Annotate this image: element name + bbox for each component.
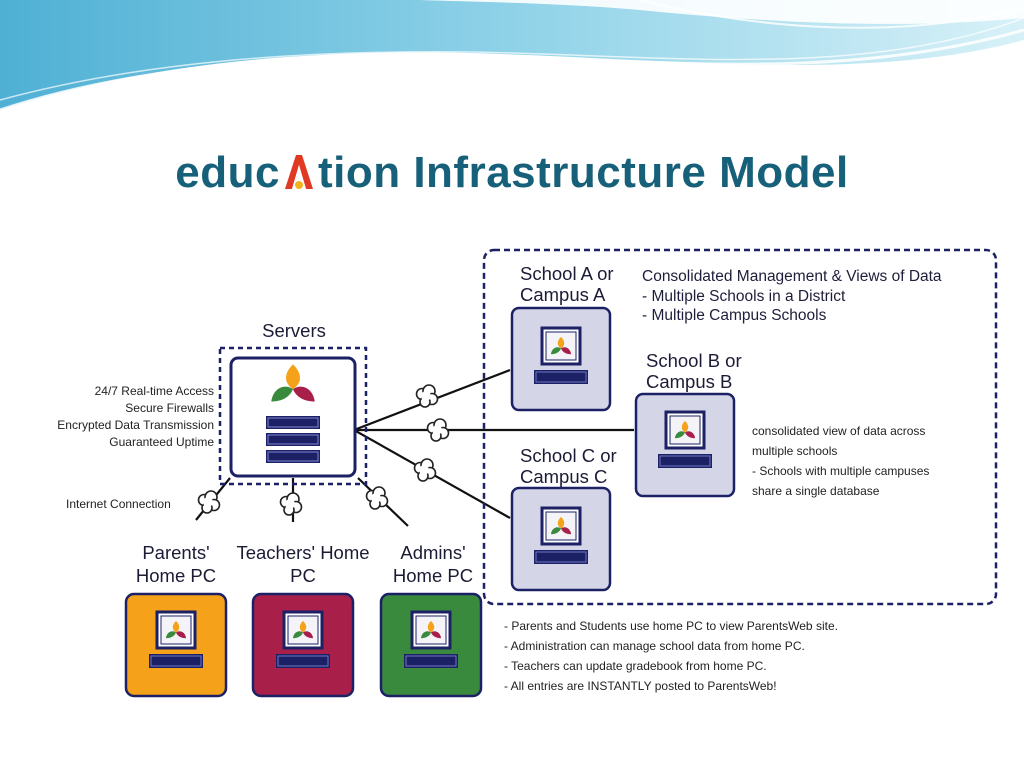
school-c-label-line1: School C or [520, 445, 617, 466]
home-note: - Parents and Students use home PC to vi… [504, 619, 838, 633]
school-b-label-line2: Campus B [646, 371, 733, 392]
cloud-icon [197, 490, 221, 514]
consolidated-item: - Multiple Schools in a District [642, 288, 846, 305]
schools-enclosure [482, 248, 998, 606]
page-title: educ tion Infrastructure Model [0, 148, 1024, 198]
consolidated-heading: Consolidated Management & Views of Data [642, 268, 942, 285]
title-part-1: educ [175, 148, 280, 197]
home-note: - Administration can manage school data … [504, 639, 805, 653]
parents-pc-label-line2: Home PC [135, 565, 217, 586]
cloud-icon [426, 418, 450, 442]
school-b-label-line1: School B or [646, 350, 742, 371]
parents-pc-label-line1: Parents' [142, 542, 210, 563]
campus-b-note: share a single database [752, 484, 880, 498]
logo-a-icon [284, 155, 313, 189]
header-wave-banner [0, 0, 1024, 112]
server-feature: Secure Firewalls [125, 401, 214, 415]
school-a-label-line1: School A or [520, 263, 614, 284]
consolidated-item: - Multiple Campus Schools [642, 307, 827, 324]
campus-b-note: - Schools with multiple campuses [752, 464, 930, 478]
school-c-label-line2: Campus C [520, 466, 608, 487]
campus-b-note: consolidated view of data across [752, 424, 926, 438]
diagram-panel: Servers 24/7 Real-time Access Secure Fir… [28, 232, 1004, 710]
server-feature: 24/7 Real-time Access [94, 384, 214, 398]
campus-b-note: multiple schools [752, 444, 838, 458]
teachers-pc-label-line1: Teachers' Home [236, 542, 370, 563]
admins-pc-label-line1: Admins' [400, 542, 466, 563]
cloud-icon [279, 492, 303, 516]
admins-pc-label-line2: Home PC [392, 565, 474, 586]
cloud-icon [413, 458, 437, 482]
servers-enclosure [218, 346, 368, 486]
cloud-icon [415, 384, 439, 408]
server-feature: Guaranteed Uptime [109, 435, 214, 449]
home-note: - Teachers can update gradebook from hom… [504, 659, 767, 673]
diagram-graphics [124, 248, 998, 698]
title-part-2: tion Infrastructure Model [317, 148, 849, 197]
cloud-icon [365, 486, 389, 510]
server-feature: Encrypted Data Transmission [57, 418, 214, 432]
servers-label: Servers [262, 320, 326, 341]
home-note: - All entries are INSTANTLY posted to Pa… [504, 679, 777, 693]
server-rack-icon [266, 416, 320, 463]
internet-connection-label: Internet Connection [66, 497, 171, 511]
teachers-pc-label-line2: PC [290, 565, 316, 586]
school-a-label-line2: Campus A [520, 284, 606, 305]
